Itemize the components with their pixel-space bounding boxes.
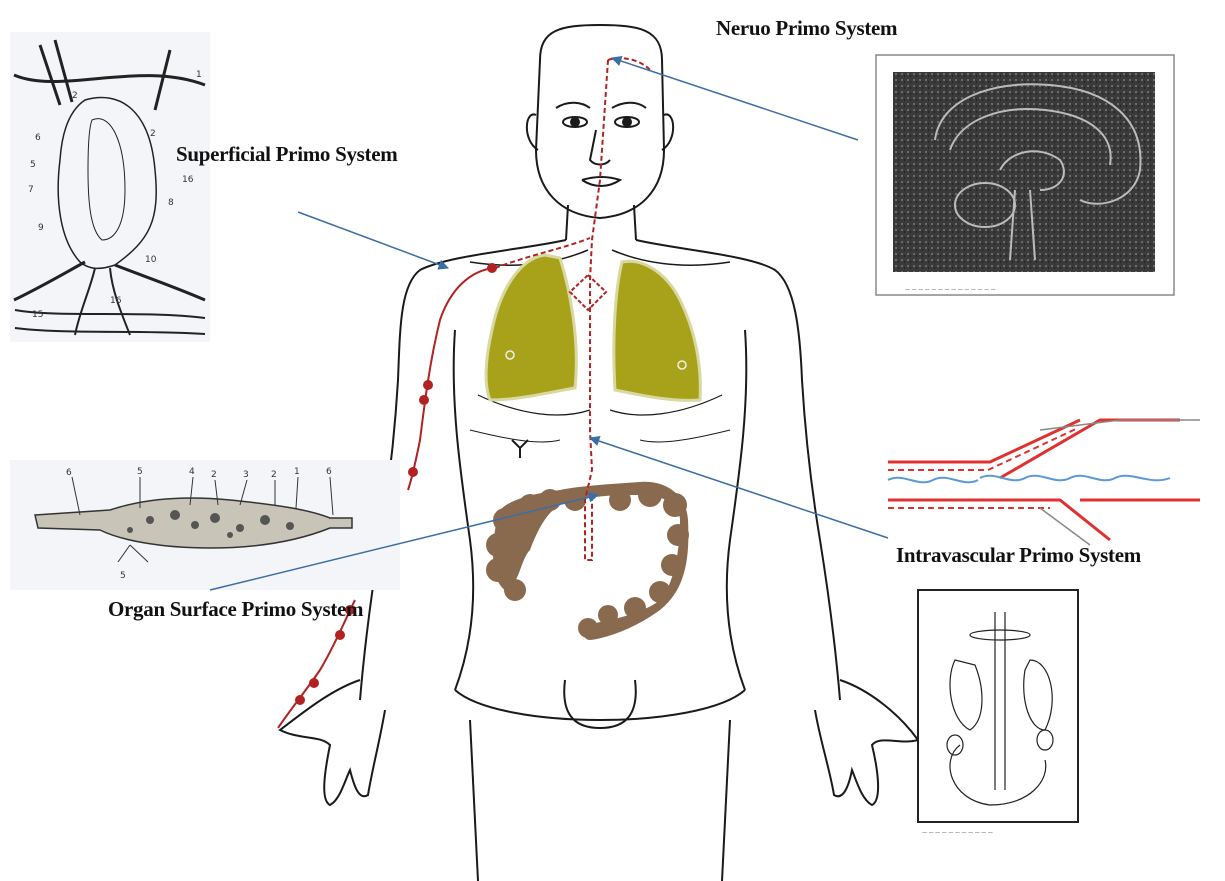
heart-diamond — [570, 275, 606, 310]
node-number-label: 6 — [35, 133, 41, 143]
arrow-neuro — [612, 58, 858, 140]
inset-brain: — — — — — — — — — — — — — — — [876, 55, 1174, 295]
organ-node-number-label: 5 — [137, 467, 143, 477]
organ-node-number-label: 1 — [294, 467, 300, 477]
label-organ-surface-primo-system: Organ Surface Primo System — [108, 597, 363, 622]
groin — [455, 690, 745, 720]
node-number-label: 16 — [182, 175, 194, 185]
nose — [590, 130, 610, 165]
inset-abdominal-organs: — — — — — — — — — — — — [918, 590, 1078, 836]
organ-node-number-label: 5 — [120, 571, 126, 581]
right-hand — [815, 680, 918, 805]
node-number-label: 9 — [38, 223, 44, 233]
left-side — [454, 330, 473, 690]
svg-text:— — — — — — — — — — — — — —: — — — — — — — — — — — — — — — [905, 287, 996, 293]
label-superficial-primo-system: Superficial Primo System — [176, 142, 397, 167]
left-arm-vessel — [408, 268, 495, 490]
node-number-label: 16 — [110, 296, 122, 306]
svg-text:— — — — — — — — — — —: — — — — — — — — — — — — [922, 830, 993, 836]
right-lung — [614, 261, 700, 400]
inset-organ-node: 6 5 4 2 3 2 1 6 5 — [10, 460, 400, 590]
head-outline — [536, 25, 664, 218]
node-number-label: 15 — [32, 310, 43, 320]
right-eyebrow — [612, 103, 646, 108]
label-intravascular-primo-system: Intravascular Primo System — [896, 543, 1141, 568]
navel — [512, 440, 528, 458]
arrow-superficial — [298, 212, 448, 268]
label-neuro-primo-system: Neruo Primo System — [716, 16, 897, 41]
node-number-label: 2 — [150, 129, 156, 139]
node-number-label: 1 — [196, 70, 202, 80]
organ-node-number-label: 2 — [271, 470, 277, 480]
organ-node-number-label: 2 — [211, 470, 217, 480]
node-number-label: 8 — [168, 198, 174, 208]
inset-blood-vessels — [888, 420, 1200, 545]
left-lung — [486, 255, 576, 400]
lungs — [486, 255, 700, 400]
organ-node-number-label: 4 — [189, 467, 195, 477]
right-leg — [722, 720, 730, 881]
organ-node-number-label: 3 — [243, 470, 249, 480]
node-number-label: 2 — [72, 91, 78, 101]
mouth — [582, 177, 620, 186]
organ-node-number-label: 6 — [66, 468, 72, 478]
left-eyebrow — [556, 103, 590, 108]
node-number-label: 10 — [145, 255, 157, 265]
neck — [566, 205, 636, 240]
left-leg — [470, 720, 478, 881]
node-number-label: 5 — [30, 160, 36, 170]
inset-node-cross-section: 1 2 2 6 5 7 9 16 8 10 15 16 — [10, 32, 210, 342]
right-side — [727, 330, 746, 690]
organ-node-number-label: 6 — [326, 467, 332, 477]
node-number-label: 7 — [28, 185, 34, 195]
